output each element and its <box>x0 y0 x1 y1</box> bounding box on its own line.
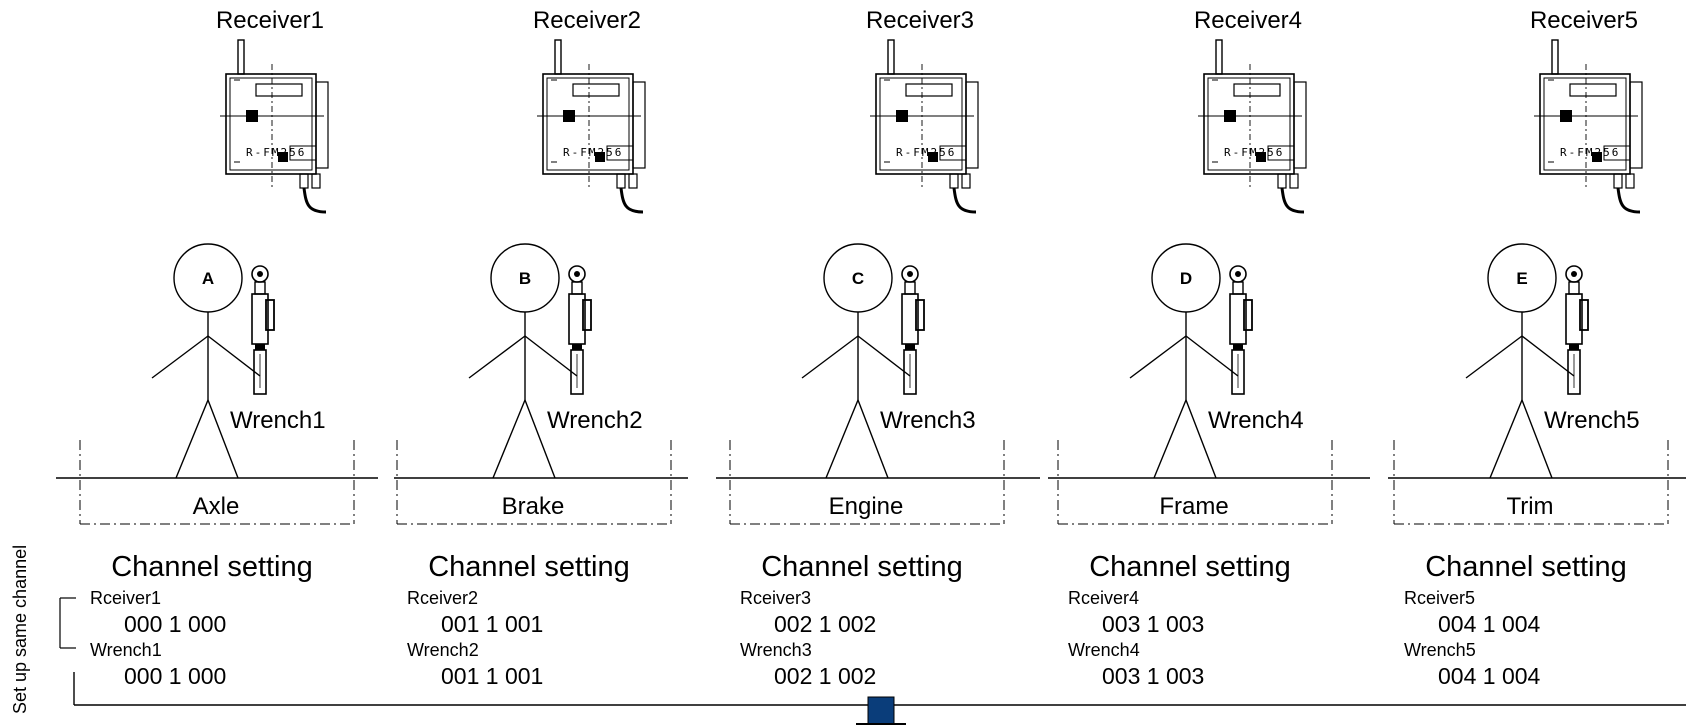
station-label: Frame <box>1159 493 1228 520</box>
channel-setting-title: Channel setting <box>1089 551 1291 583</box>
station-box <box>79 440 355 525</box>
receiver-label: Receiver4 <box>1194 7 1302 34</box>
wrench-channel-code: 003 1 003 <box>1102 663 1204 689</box>
wrench-label: Wrench1 <box>230 407 326 434</box>
station-box <box>396 440 672 525</box>
person-body-icon <box>468 312 578 479</box>
person-body-icon <box>801 312 911 479</box>
receiver-label: Receiver3 <box>866 7 974 34</box>
bus-marker <box>867 696 895 725</box>
person-letter: A <box>202 269 214 288</box>
receiver-label: Receiver2 <box>533 7 641 34</box>
wrench-channel-name: Wrench3 <box>740 640 812 660</box>
receiver-device-icon <box>868 38 980 214</box>
station-box <box>729 440 1005 525</box>
channel-setting-title: Channel setting <box>111 551 313 583</box>
person-letter: D <box>1180 269 1192 288</box>
receiver-label: Receiver5 <box>1530 7 1638 34</box>
receiver-channel-name: Rceiver1 <box>90 588 161 608</box>
receiver-device-icon <box>535 38 647 214</box>
receiver-channel-name: Rceiver5 <box>1404 588 1475 608</box>
receiver-channel-code: 001 1 001 <box>441 611 543 637</box>
receiver-channel-code: 004 1 004 <box>1438 611 1541 637</box>
channel-setting-title: Channel setting <box>1425 551 1627 583</box>
wrench-channel-code: 002 1 002 <box>774 663 876 689</box>
wrench-icon <box>251 265 275 395</box>
station-label: Axle <box>193 493 240 520</box>
side-label: Set up same channel <box>10 545 30 714</box>
receiver-channel-name: Rceiver2 <box>407 588 478 608</box>
person-body-icon <box>1465 312 1575 479</box>
same-channel-bracket <box>59 597 76 649</box>
receiver-channel-code: 002 1 002 <box>774 611 876 637</box>
receiver-device-icon <box>1532 38 1644 214</box>
device-model-text: R-FM256 <box>246 146 306 159</box>
wrench-label: Wrench5 <box>1544 407 1640 434</box>
station-box <box>1393 440 1669 525</box>
wrench-label: Wrench2 <box>547 407 643 434</box>
receiver-device-icon <box>1196 38 1308 214</box>
station-box <box>1057 440 1333 525</box>
wrench-channel-name: Wrench1 <box>90 640 162 660</box>
person-body-icon <box>151 312 261 479</box>
person-letter: C <box>852 269 864 288</box>
device-model-text: R-FM256 <box>1560 146 1620 159</box>
wrench-icon <box>568 265 592 395</box>
person-body-icon <box>1129 312 1239 479</box>
device-model-text: R-FM256 <box>1224 146 1284 159</box>
receiver-channel-name: Rceiver3 <box>740 588 811 608</box>
person-letter: B <box>519 269 531 288</box>
channel-setting-title: Channel setting <box>761 551 963 583</box>
wrench-channel-name: Wrench4 <box>1068 640 1140 660</box>
station-label: Brake <box>502 493 565 520</box>
device-model-text: R-FM256 <box>563 146 623 159</box>
wrench-label: Wrench3 <box>880 407 976 434</box>
wrench-channel-code: 004 1 004 <box>1438 663 1541 689</box>
person-letter: E <box>1516 269 1527 288</box>
receiver-label: Receiver1 <box>216 7 324 34</box>
wrench-icon <box>901 265 925 395</box>
wrench-channel-name: Wrench5 <box>1404 640 1476 660</box>
wrench-icon <box>1229 265 1253 395</box>
wrench-channel-code: 000 1 000 <box>124 663 226 689</box>
station-label: Trim <box>1506 493 1553 520</box>
wrench-channel-name: Wrench2 <box>407 640 479 660</box>
receiver-device-icon <box>218 38 330 214</box>
device-model-text: R-FM256 <box>896 146 956 159</box>
receiver-channel-code: 000 1 000 <box>124 611 226 637</box>
station-label: Engine <box>829 493 904 520</box>
wrench-channel-code: 001 1 001 <box>441 663 543 689</box>
wrench-label: Wrench4 <box>1208 407 1304 434</box>
wrench-icon <box>1565 265 1589 395</box>
receiver-channel-code: 003 1 003 <box>1102 611 1204 637</box>
channel-setting-title: Channel setting <box>428 551 630 583</box>
receiver-channel-name: Rceiver4 <box>1068 588 1139 608</box>
